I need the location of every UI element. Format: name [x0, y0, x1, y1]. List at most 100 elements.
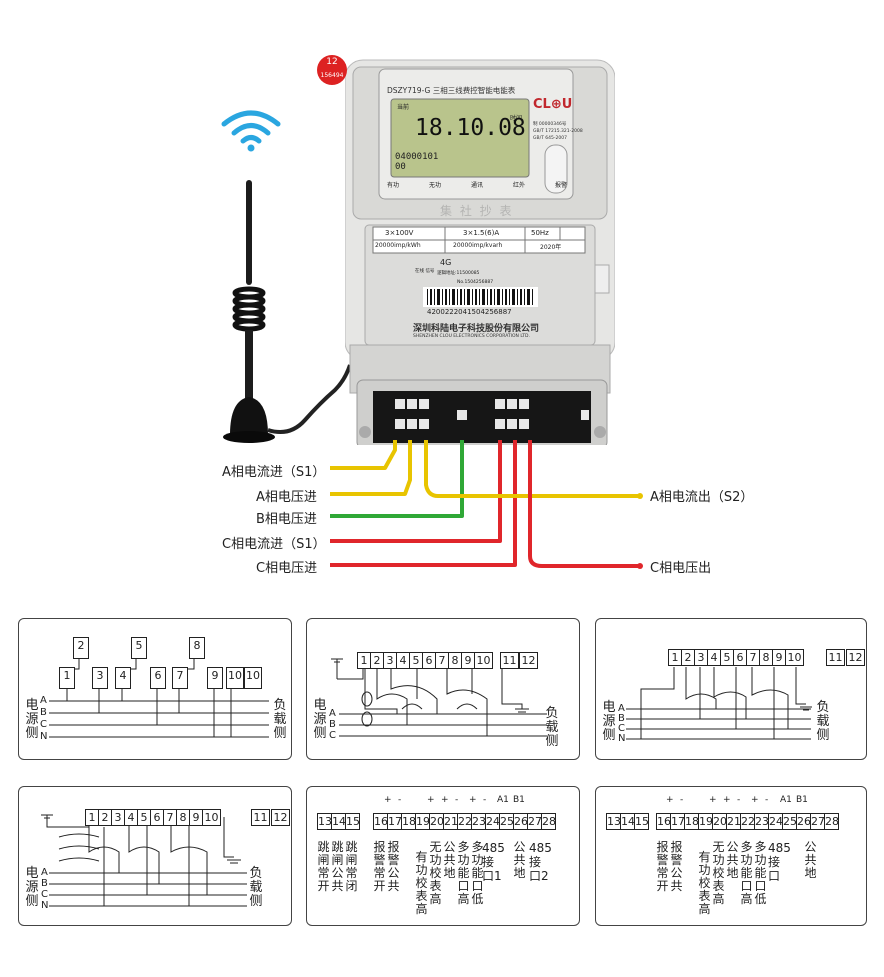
- antenna-icon: [210, 175, 370, 455]
- term-10: 10: [202, 809, 221, 826]
- term-12: 12: [519, 652, 538, 669]
- term-10b: 10: [244, 667, 262, 689]
- brand-logo: CL⊕U: [533, 97, 573, 112]
- polarity-marks: + - + + - + - A1 B1: [384, 795, 525, 805]
- term-3: 3: [694, 649, 708, 666]
- term-6: 6: [150, 667, 166, 689]
- term-10a: 10: [226, 667, 244, 689]
- term-3: 3: [383, 652, 397, 669]
- term-1: 1: [85, 809, 99, 826]
- company-name-en: SHENZHEN CLOU ELECTRONICS CORPORATION LT…: [413, 334, 530, 339]
- logical-address: 逻辑地址:11500085: [437, 271, 480, 276]
- indicator-labels: 有功 无功 通讯 红外 报警: [387, 180, 567, 189]
- source-side-label: 电源侧: [313, 698, 327, 741]
- load-side-label: 负载侧: [545, 706, 559, 749]
- term-18: 18: [401, 813, 416, 830]
- term-22: 22: [457, 813, 472, 830]
- term-27: 27: [527, 813, 542, 830]
- term-2: 2: [370, 652, 384, 669]
- term-14: 14: [331, 813, 346, 830]
- spec-current: 3×1.5(6)A: [463, 229, 500, 237]
- spec-frequency: 50Hz: [531, 229, 549, 237]
- term-16: 16: [373, 813, 388, 830]
- source-side-label: 电源侧: [25, 866, 39, 909]
- term-19: 19: [698, 813, 713, 830]
- term-8: 8: [759, 649, 773, 666]
- term-6: 6: [733, 649, 747, 666]
- term-1: 1: [668, 649, 682, 666]
- source-side-label: 电源侧: [602, 700, 616, 743]
- term-3: 3: [92, 667, 108, 689]
- term-3: 3: [111, 809, 125, 826]
- term-4: 4: [396, 652, 410, 669]
- term-8: 8: [189, 637, 205, 659]
- term-5: 5: [409, 652, 423, 669]
- term-8: 8: [176, 809, 190, 826]
- term-24: 24: [485, 813, 500, 830]
- term-2: 2: [98, 809, 112, 826]
- spec-reactive-const: 20000imp/kvarh: [453, 242, 503, 249]
- indicator-reactive: 无功: [428, 182, 441, 189]
- term-14: 14: [620, 813, 635, 830]
- source-side-label: 电源侧: [25, 698, 39, 741]
- load-side-label: 负载侧: [816, 700, 830, 743]
- term-26: 26: [513, 813, 528, 830]
- indicator-alarm: 报警: [554, 182, 567, 189]
- term-23: 23: [754, 813, 769, 830]
- label-a-current-in: A相电流进（S1）: [222, 465, 326, 480]
- term-25: 25: [782, 813, 797, 830]
- term-2: 2: [73, 637, 89, 659]
- term-7: 7: [435, 652, 449, 669]
- term-15: 15: [345, 813, 360, 830]
- lcd-label-current: 当前: [397, 104, 410, 111]
- term-11: 11: [251, 809, 270, 826]
- term-20: 20: [429, 813, 444, 830]
- label-c-current-in: C相电流进（S1）: [222, 537, 326, 552]
- label-a-current-out: A相电流出（S2）: [650, 490, 754, 505]
- term-11: 11: [826, 649, 845, 666]
- lcd-main-reading: 18.10.08: [415, 115, 526, 141]
- term-5: 5: [131, 637, 147, 659]
- term-20: 20: [712, 813, 727, 830]
- term-28: 28: [541, 813, 556, 830]
- term-13: 13: [606, 813, 621, 830]
- indicator-comm: 通讯: [470, 182, 483, 189]
- wifi-icon: [220, 108, 282, 152]
- watermark: 集 社 抄 表: [440, 204, 514, 218]
- term-21: 21: [443, 813, 458, 830]
- term-27: 27: [810, 813, 825, 830]
- term-9: 9: [207, 667, 223, 689]
- term-7: 7: [163, 809, 177, 826]
- term-9: 9: [189, 809, 203, 826]
- label-a-voltage-in: A相电压进: [256, 490, 317, 505]
- term-12: 12: [846, 649, 865, 666]
- term-7: 7: [746, 649, 760, 666]
- company-name-cn: 深圳科陆电子科技股份有限公司: [413, 324, 540, 334]
- indicator-infrared: 红外: [512, 182, 525, 189]
- label-c-voltage-out: C相电压出: [650, 561, 712, 576]
- term-5: 5: [720, 649, 734, 666]
- term-10: 10: [785, 649, 804, 666]
- spec-voltage: 3×100V: [385, 229, 414, 237]
- spec-active-const: 20000imp/kWh: [375, 242, 421, 249]
- diagram-6: + - + + - + - A1 B1 13 14 15 16 17 18 19…: [595, 786, 867, 926]
- term-2: 2: [681, 649, 695, 666]
- term-1: 1: [59, 667, 75, 689]
- lcd-label-time: 时间: [510, 115, 523, 122]
- polarity-marks: + - + + - + - A1 B1: [666, 795, 808, 805]
- term-12: 12: [271, 809, 290, 826]
- term-10: 10: [474, 652, 493, 669]
- term-17: 17: [387, 813, 402, 830]
- status-labels: 在线 信号: [415, 269, 435, 274]
- term-6: 6: [150, 809, 164, 826]
- lcd-sub: 00: [395, 162, 406, 172]
